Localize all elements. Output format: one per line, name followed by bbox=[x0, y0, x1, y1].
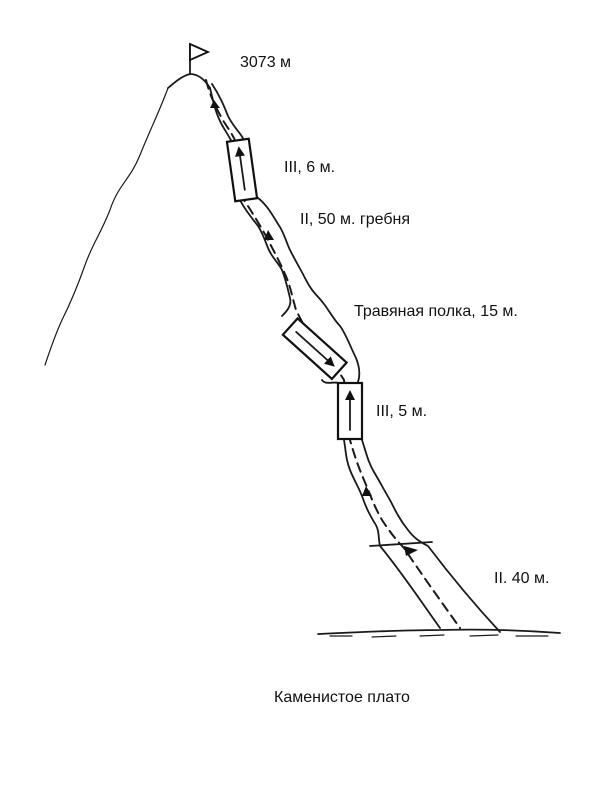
route-arrow-icon bbox=[210, 100, 220, 108]
plateau-ground-texture bbox=[329, 634, 549, 638]
ridge-right-edge bbox=[211, 83, 501, 633]
route-arrow-icon bbox=[404, 546, 418, 556]
summit-cap bbox=[167, 73, 211, 89]
pitch-bottom-label: II. 40 м. bbox=[494, 570, 549, 587]
pitch-box-top bbox=[225, 137, 259, 203]
summit-flag-icon bbox=[189, 42, 211, 62]
ridge-label: II, 50 м. гребня bbox=[300, 211, 410, 228]
plateau-ground bbox=[317, 628, 561, 635]
pitch-box-ledge bbox=[281, 316, 349, 381]
ledge-label: Травяная полка, 15 м. bbox=[354, 303, 518, 320]
mountain-left-slope bbox=[44, 87, 169, 366]
plateau-label: Каменистое плато bbox=[274, 689, 410, 706]
pitch-mid-label: III, 5 м. bbox=[376, 403, 427, 420]
summit-elevation-label: 3073 м bbox=[240, 54, 291, 71]
start-bar bbox=[369, 541, 433, 547]
pitch-box-mid bbox=[336, 381, 364, 441]
route-arrow-icon bbox=[362, 486, 372, 496]
ridge-left-edge bbox=[209, 87, 441, 629]
pitch-top-label: III, 6 м. bbox=[284, 159, 335, 176]
route-arrow-icon bbox=[264, 230, 274, 240]
